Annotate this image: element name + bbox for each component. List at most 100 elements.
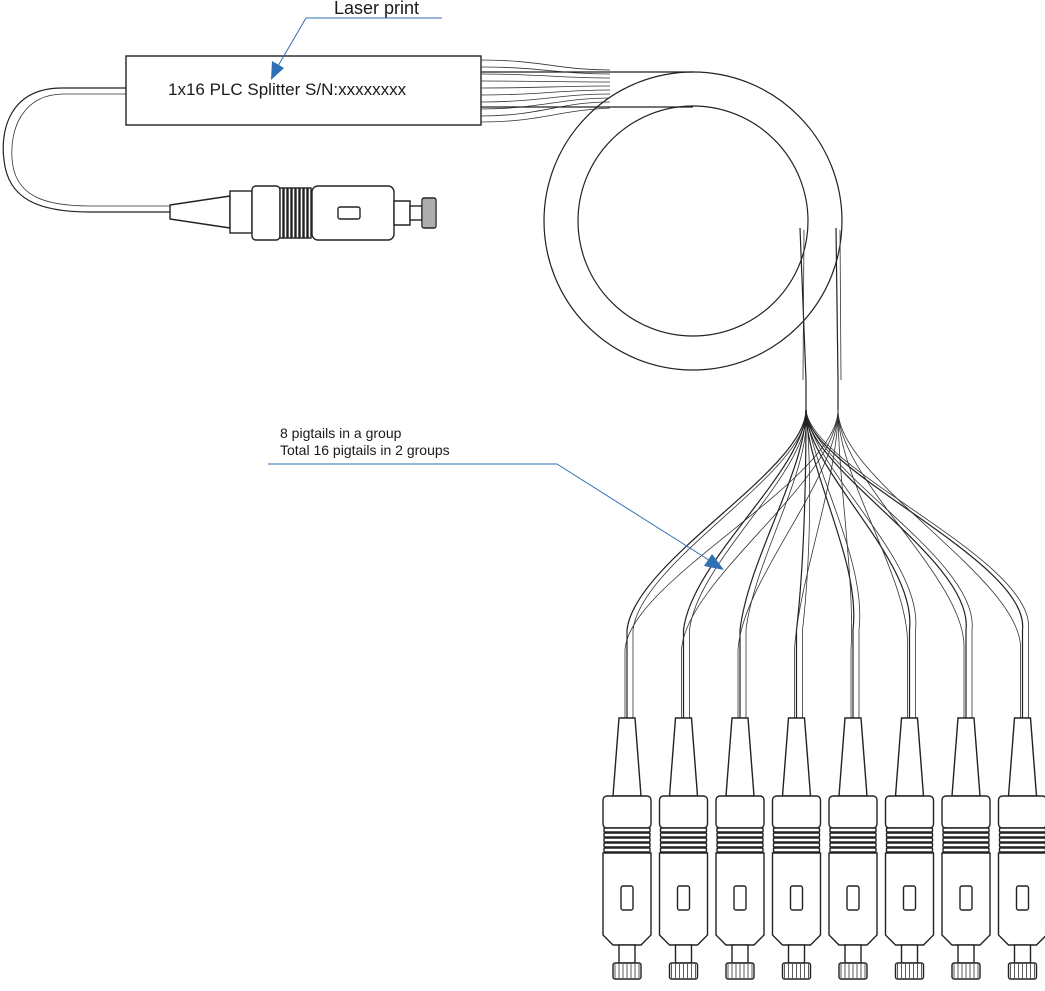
pigtail-group2 <box>682 410 839 718</box>
pigtail-note-arrowhead <box>704 554 724 570</box>
input-boot <box>170 196 230 228</box>
output-rib <box>830 828 876 832</box>
output-boot <box>613 718 641 796</box>
output-rib <box>887 828 933 832</box>
output-boot <box>726 718 754 796</box>
output-rib <box>717 843 763 847</box>
pigtail-group1 <box>684 410 807 718</box>
output-rib <box>661 828 707 832</box>
output-housing <box>942 796 990 828</box>
pigtail-group1 <box>806 410 1023 718</box>
ribbon-fiber <box>481 94 610 102</box>
output-rib <box>604 828 650 832</box>
input-ribs <box>280 188 311 238</box>
output-sc-connector <box>716 718 764 979</box>
pigtail-note-line1: 8 pigtails in a group <box>280 425 402 441</box>
output-rib <box>943 828 989 832</box>
output-rib <box>1000 828 1045 832</box>
input-rib <box>296 188 299 238</box>
output-connectors <box>603 718 1045 979</box>
output-rib <box>887 838 933 842</box>
output-rib <box>943 848 989 852</box>
coil-inner <box>578 106 808 336</box>
ribbon-fiber <box>481 108 610 122</box>
input-rib <box>280 188 283 238</box>
output-boot <box>1009 718 1037 796</box>
pigtail-group2 <box>838 410 964 718</box>
output-key-window <box>904 886 916 910</box>
output-rib <box>1000 833 1045 837</box>
output-housing <box>999 796 1045 828</box>
output-housing <box>773 796 821 828</box>
ribbon-fiber <box>481 86 610 88</box>
output-rib <box>887 848 933 852</box>
input-rib <box>288 188 291 238</box>
output-boot <box>783 718 811 796</box>
ribbon-fiber <box>481 60 610 70</box>
coil-outer <box>544 72 842 370</box>
output-boot <box>670 718 698 796</box>
input-housing <box>230 191 252 233</box>
output-rib <box>661 838 707 842</box>
input-rib <box>304 188 307 238</box>
input-ferrule <box>410 206 422 220</box>
output-sc-connector <box>773 718 821 979</box>
output-rib <box>661 843 707 847</box>
output-sc-connector <box>999 718 1045 979</box>
pigtail-group2 <box>838 410 1021 718</box>
output-key-window <box>1017 886 1029 910</box>
input-rib <box>308 188 311 238</box>
output-rib <box>774 833 820 837</box>
pigtail-note-callout: 8 pigtails in a group Total 16 pigtails … <box>268 425 724 570</box>
output-key-window <box>734 886 746 910</box>
output-rib <box>774 828 820 832</box>
pigtail-group1-inner <box>806 410 1029 718</box>
output-rib <box>717 828 763 832</box>
output-sc-connector <box>886 718 934 979</box>
output-sc-connector <box>603 718 651 979</box>
output-ferrule-holder <box>845 945 861 963</box>
output-ferrule-holder <box>902 945 918 963</box>
pigtail-group1-inner <box>806 410 916 718</box>
output-ferrule-holder <box>1015 945 1031 963</box>
output-rib <box>830 843 876 847</box>
input-ferrule-holder <box>394 201 410 225</box>
input-rib <box>292 188 295 238</box>
output-rib <box>943 833 989 837</box>
output-key-window <box>791 886 803 910</box>
output-ferrule-holder <box>619 945 635 963</box>
pigtail-bundle <box>625 410 1029 718</box>
output-housing <box>603 796 651 828</box>
output-rib <box>604 833 650 837</box>
output-housing <box>716 796 764 828</box>
ribbon-fiber <box>481 74 610 78</box>
pigtail-note-line2: Total 16 pigtails in 2 groups <box>280 442 450 458</box>
output-rib <box>604 838 650 842</box>
pigtail-group1 <box>806 410 854 718</box>
output-rib <box>1000 838 1045 842</box>
splitter-label: 1x16 PLC Splitter S/N:xxxxxxxx <box>168 80 407 99</box>
pigtail-group1-inner <box>633 410 806 718</box>
pigtail-group2 <box>738 410 838 718</box>
output-rib <box>774 838 820 842</box>
output-rib <box>830 833 876 837</box>
output-ferrule-holder <box>676 945 692 963</box>
output-boot <box>839 718 867 796</box>
output-ferrule-holder <box>732 945 748 963</box>
laser-print-label: Laser print <box>334 0 419 18</box>
pigtail-group1 <box>806 410 966 718</box>
output-rib <box>1000 843 1045 847</box>
pigtail-group1-inner <box>806 410 972 718</box>
ribbon-fiber <box>481 67 610 74</box>
output-housing <box>660 796 708 828</box>
output-rib <box>943 843 989 847</box>
output-key-window <box>847 886 859 910</box>
output-rib <box>604 848 650 852</box>
output-rib <box>887 833 933 837</box>
output-rib <box>717 838 763 842</box>
output-rib <box>830 838 876 842</box>
output-key-window <box>960 886 972 910</box>
pigtail-note-pointer <box>557 464 712 562</box>
input-rib <box>300 188 303 238</box>
